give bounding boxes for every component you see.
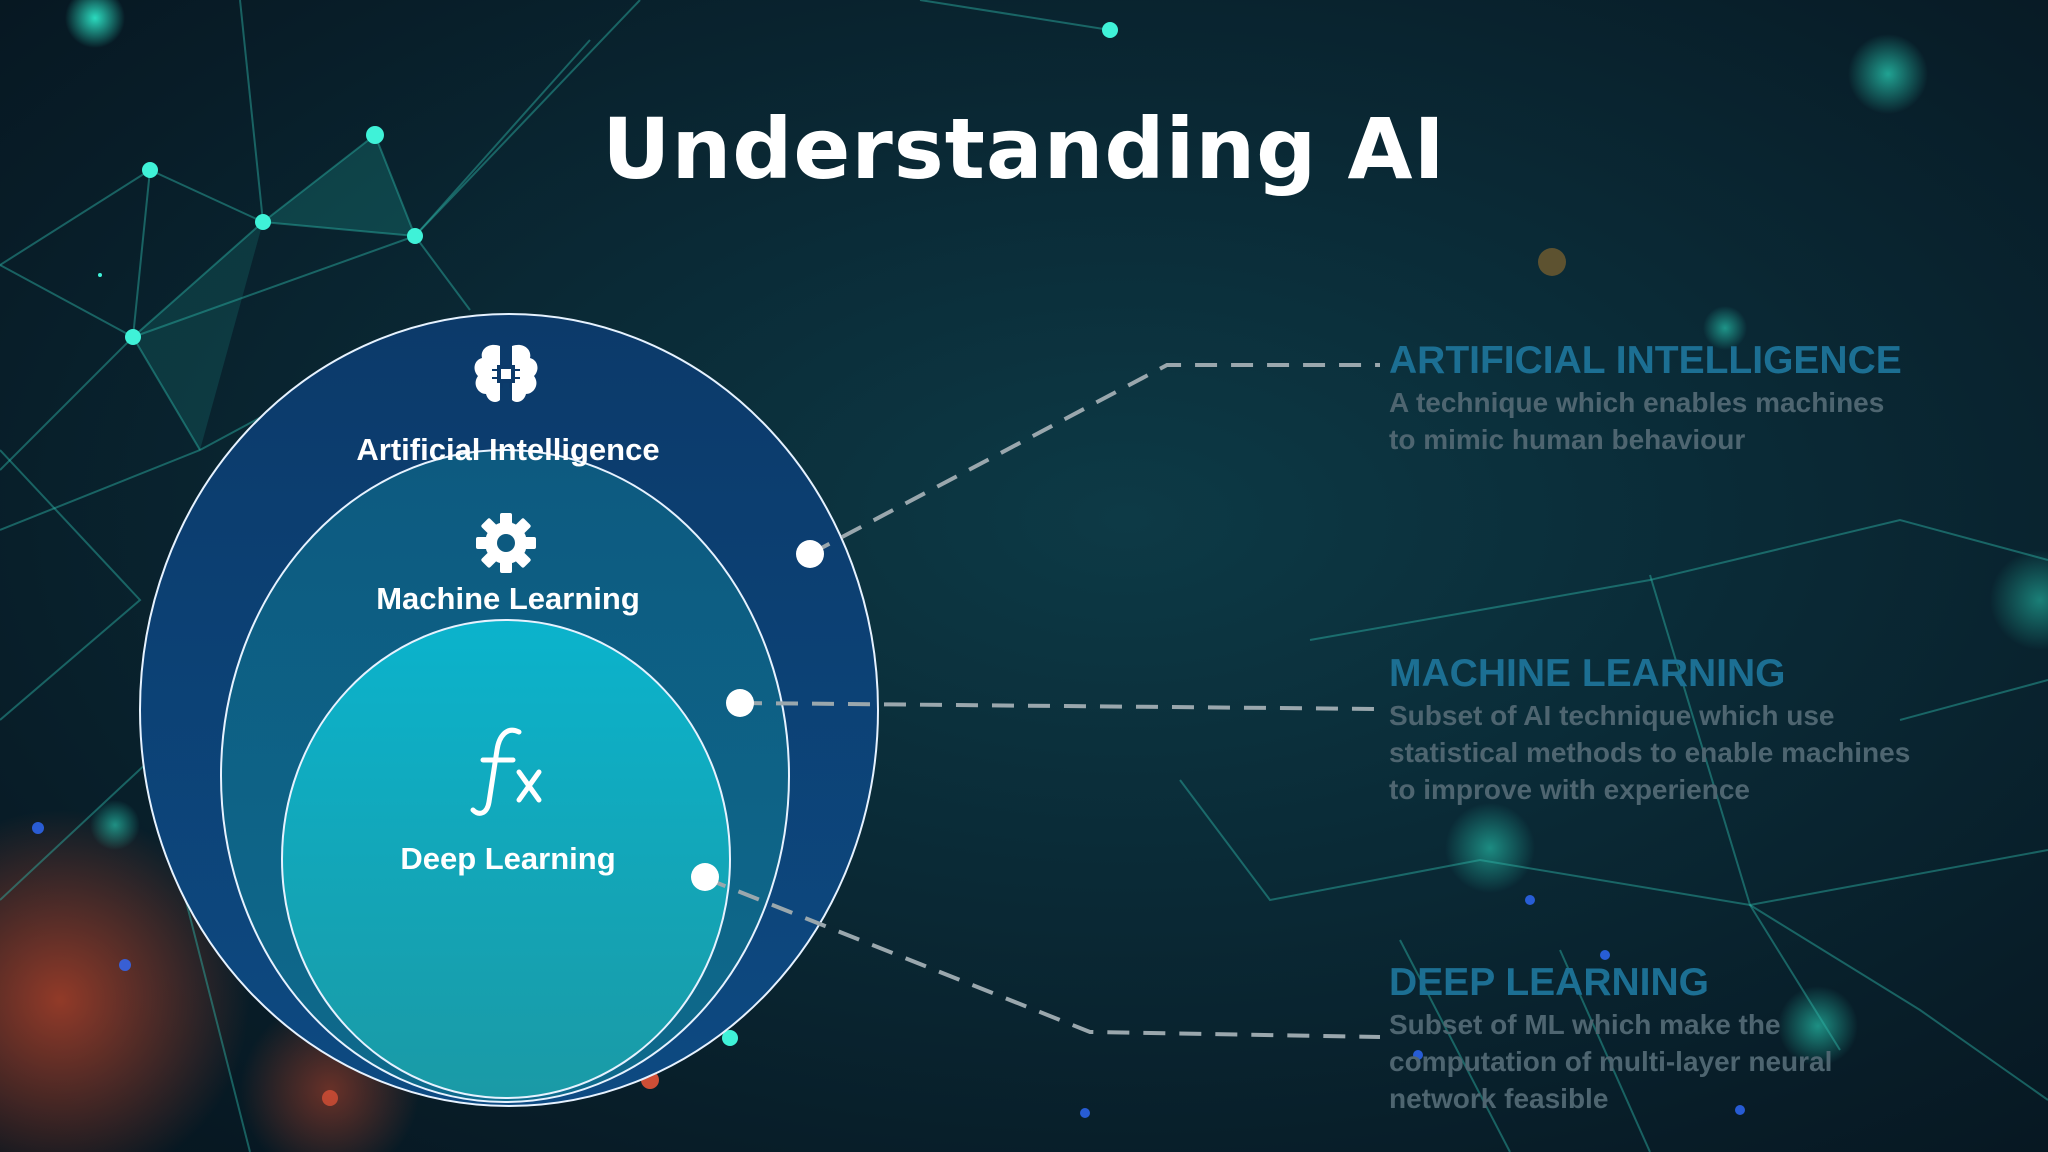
- function-fx-icon: [470, 727, 542, 816]
- page-title: Understanding AI: [602, 100, 1446, 198]
- network-nodes: [98, 22, 1118, 1046]
- label-deep-learning: Deep Learning: [400, 841, 616, 876]
- circle-deep-learning: [281, 619, 731, 1099]
- legend-description-line: computation of multi-layer neural: [1389, 1046, 1833, 1077]
- legend-description-line: Subset of AI technique which use: [1389, 700, 1835, 731]
- label-machine-learning: Machine Learning: [376, 581, 640, 616]
- bokeh-dots: [32, 822, 1745, 1118]
- legend-heading: MACHINE LEARNING: [1389, 652, 1786, 695]
- gear-icon: [476, 513, 536, 573]
- legend-machine-learning: MACHINE LEARNING Subset of AI technique …: [1389, 651, 1949, 808]
- connector-dot-dl: [691, 863, 719, 891]
- legend-heading: ARTIFICIAL INTELLIGENCE: [1389, 339, 1902, 382]
- legend-deep-learning: DEEP LEARNING Subset of ML which make th…: [1389, 960, 1949, 1117]
- legend-description-line: statistical methods to enable machines: [1389, 737, 1911, 768]
- network-facet: [133, 222, 263, 450]
- bokeh-dot: [322, 1090, 338, 1106]
- legend-description-line: to mimic human behaviour: [1389, 424, 1746, 455]
- bokeh-dot: [1538, 248, 1566, 276]
- legend-description-line: network feasible: [1389, 1083, 1609, 1114]
- legend-description-line: to improve with experience: [1389, 774, 1750, 805]
- connector-lines: [704, 363, 1381, 1039]
- legend-description-line: A technique which enables machines: [1389, 387, 1885, 418]
- connector-dot-ai: [796, 540, 824, 568]
- legend-artificial-intelligence: ARTIFICIAL INTELLIGENCE A technique whic…: [1389, 338, 1949, 458]
- label-artificial-intelligence: Artificial Intelligence: [356, 432, 660, 467]
- connector-dot-ml: [726, 689, 754, 717]
- legend-heading: DEEP LEARNING: [1389, 961, 1709, 1004]
- brain-chip-icon: [474, 344, 538, 402]
- network-facet: [263, 135, 415, 236]
- legend-description-line: Subset of ML which make the: [1389, 1009, 1781, 1040]
